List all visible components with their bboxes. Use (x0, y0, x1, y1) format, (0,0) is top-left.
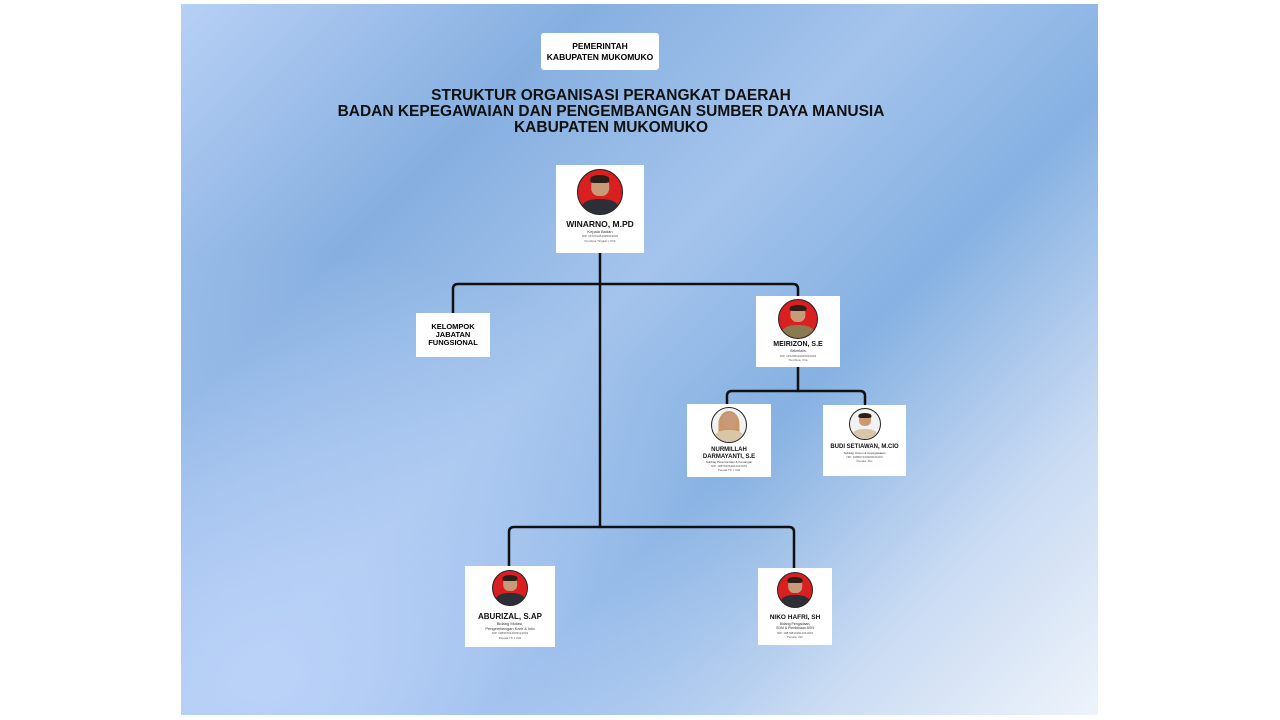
field-rank: Penata, III/c (786, 635, 803, 639)
head-rank: Pembina Tingkat I, IV/b (584, 238, 616, 243)
person-photo-icon (711, 407, 747, 443)
field-name: NIKO HAFRI, SH (769, 614, 821, 621)
subdivision-nip: NIP. 198507132009041003 (846, 455, 883, 459)
person-photo-icon (777, 572, 813, 608)
secretary-name: MEIRIZON, S.E (773, 341, 823, 348)
secretary-rank: Pembina, IV/a (788, 357, 808, 362)
field-position-line-1: Bidang Pengadaan, (779, 621, 811, 626)
title-line-2: BADAN KEPEGAWAIAN DAN PENGEMBANGAN SUMBE… (337, 103, 885, 120)
field-nip: NIP. 198307012003121003 (491, 631, 529, 635)
person-photo-icon (577, 169, 623, 215)
secretary-card: MEIRIZON, S.E Sekretaris NIP. 1972051919… (756, 296, 840, 367)
connector-upper-branch (451, 282, 800, 315)
org-chart-slide: PEMERINTAH KABUPATEN MUKOMUKO STRUKTUR O… (181, 4, 1098, 715)
subdivision-rank: Penata TK.I, III/d (717, 468, 741, 472)
field-nip: NIP. 198708102011011003 (777, 630, 813, 635)
field-rank: Penata TK.I, III/d (498, 636, 522, 640)
person-photo-icon (778, 299, 818, 339)
person-photo-icon (848, 408, 881, 440)
chart-title: STRUKTUR ORGANISASI PERANGKAT DAERAH BAD… (331, 88, 891, 136)
subdivision-nip: NIP. 198701052011012001 (710, 464, 748, 468)
subdivision-card-general: BUDI SETIAWAN, M.CIO Subbag Umum & Kepeg… (823, 405, 906, 476)
subdivision-position: Subbag Umum & Kepegawaian (843, 451, 886, 455)
subdivision-name: NURMILLAH DARMAYANTI, S.E (702, 447, 756, 460)
title-line-3: KABUPATEN MUKOMUKO (513, 119, 709, 136)
head-name: WINARNO, M.PD (566, 219, 634, 229)
title-line-1: STRUKTUR ORGANISASI PERANGKAT DAERAH (431, 87, 791, 104)
subdivision-card-planning: NURMILLAH DARMAYANTI, S.E Subbag Perenca… (687, 404, 771, 477)
field-name: ABURIZAL, S.AP (478, 612, 542, 621)
functional-group-box: KELOMPOK JABATAN FUNGSIONAL (416, 313, 490, 357)
field-card-mutation: ABURIZAL, S.AP Bidang Mutasi, Pengembang… (465, 566, 555, 647)
subdivision-position: Subbag Perencanaan & Keuangan (705, 460, 753, 464)
field-position-line-1: Bidang Mutasi, (496, 621, 524, 626)
head-position: Kepala Badan (587, 229, 613, 234)
field-position-line-2: SDM & Pembinaan ASN (776, 626, 814, 630)
head-nip: NIP. 197201051995031002 (581, 234, 619, 238)
connector-subdivision-branch (725, 389, 867, 406)
field-position-line-2: Pengembangan Karir & Info (485, 626, 535, 631)
person-photo-icon (492, 570, 528, 606)
connector-lines (451, 251, 867, 570)
functional-group-label: KELOMPOK JABATAN FUNGSIONAL (428, 322, 478, 347)
head-card: WINARNO, M.PD Kepala Badan NIP. 19720105… (556, 165, 644, 253)
connector-lower-branch (507, 525, 796, 570)
field-card-procurement: NIKO HAFRI, SH Bidang Pengadaan, SDM & P… (758, 568, 832, 645)
subdivision-rank: Penata, III/c (856, 459, 873, 463)
government-label: PEMERINTAH KABUPATEN MUKOMUKO (546, 40, 654, 62)
subdivision-name: BUDI SETIAWAN, M.CIO (830, 444, 899, 450)
secretary-nip: NIP. 197205191997031002 (779, 353, 817, 358)
secretary-position: Sekretaris (790, 349, 806, 353)
government-label-box: PEMERINTAH KABUPATEN MUKOMUKO (541, 33, 659, 70)
